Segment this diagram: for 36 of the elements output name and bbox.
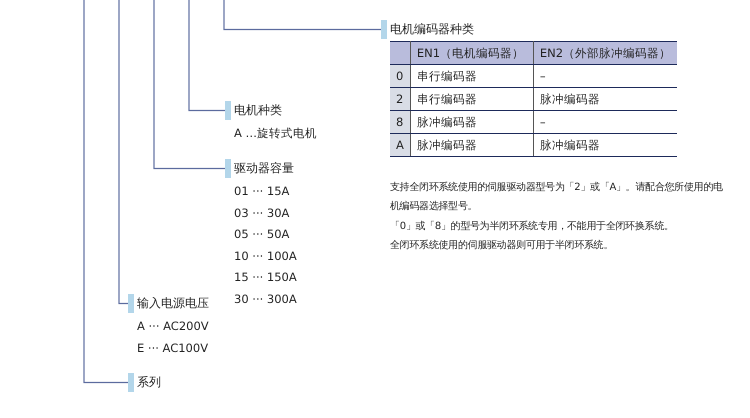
connector-line xyxy=(83,0,128,384)
header-cell: EN1（电机编码器） xyxy=(410,42,534,64)
option-text: 05 ··· 50A xyxy=(234,226,290,242)
option-text: E ··· AC100V xyxy=(137,340,208,356)
connector-line xyxy=(188,0,225,112)
table-cell: 串行编码器 xyxy=(410,88,534,110)
section-heading: 系列 xyxy=(137,374,161,391)
note-text: 全闭环系统使用的伺服驱动器则可用于半闭环系统。 xyxy=(390,238,614,253)
option-text: A ··· AC200V xyxy=(137,318,209,334)
table-cell: 脉冲编码器 xyxy=(533,88,678,110)
table-cell: 脉冲编码器 xyxy=(410,110,534,134)
option-text: 15 ··· 150A xyxy=(234,269,297,285)
note-text: 支持全闭环系统使用的伺服驱动器型号为「2」或「A」。请配合您所使用的电机编码器选择型号。 xyxy=(390,180,724,214)
section-heading: 电机种类 xyxy=(234,102,282,119)
connector-line xyxy=(223,0,381,30)
table-cell: – xyxy=(533,64,678,88)
code-cell: A xyxy=(390,134,410,156)
section-heading: 输入电源电压 xyxy=(137,295,209,312)
table-cell: – xyxy=(533,110,678,134)
note-text: 「0」或「8」的型号为半闭环系统专用，不能用于全闭环换系统。 xyxy=(390,220,675,234)
code-cell: 0 xyxy=(390,64,410,88)
option-text: 10 ··· 100A xyxy=(234,248,297,264)
option-text: A …旋转式电机 xyxy=(234,125,318,141)
table-cell: 脉冲编码器 xyxy=(410,134,534,156)
table-cell: 脉冲编码器 xyxy=(533,134,678,156)
table-cell: 串行编码器 xyxy=(410,64,534,88)
code-cell: 8 xyxy=(390,110,410,134)
code-cell: 2 xyxy=(390,88,410,110)
option-text: 01 ··· 15A xyxy=(234,183,290,199)
header-cell: EN2（外部脉冲编码器） xyxy=(533,42,678,64)
option-text: 30 ··· 300A xyxy=(234,290,297,306)
connector-line xyxy=(153,0,225,170)
connector-line xyxy=(118,0,128,304)
section-heading: 电机编码器种类 xyxy=(390,21,474,38)
option-text: 03 ··· 30A xyxy=(234,204,290,220)
section-heading: 驱动器容量 xyxy=(234,160,294,177)
